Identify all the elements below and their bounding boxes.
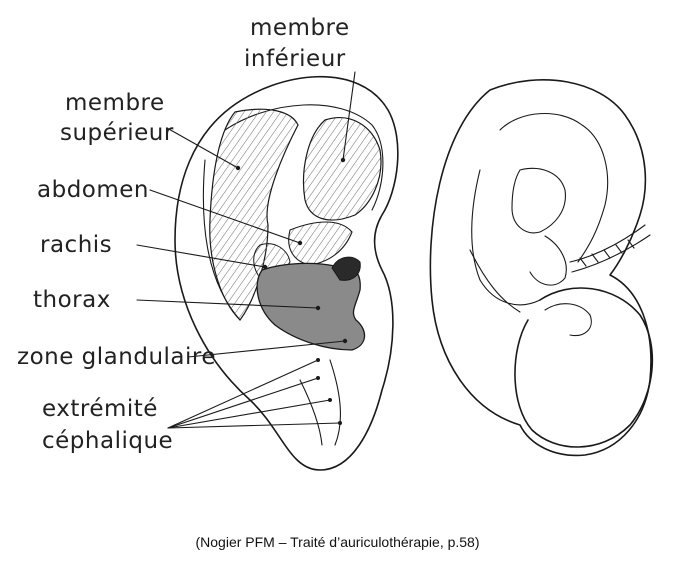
dot-zone-glandulaire: [342, 338, 348, 344]
label-extremite: extrémité: [42, 396, 158, 422]
label-rachis: rachis: [40, 232, 112, 258]
zone-membre-inferieur: [302, 117, 382, 221]
dot-membre-inferieur: [340, 157, 346, 163]
label-cephalique: céphalique: [42, 428, 173, 454]
label-membre-superieur-1: membre: [65, 90, 165, 116]
label-membre-inferieur-1: membre: [250, 15, 350, 41]
dot-abdomen: [297, 240, 303, 246]
label-zone-glandulaire: zone glandulaire: [17, 344, 216, 370]
fetus-drawing: [429, 79, 654, 457]
figure-caption: (Nogier PFM – Traité d’auriculothérapie,…: [195, 534, 480, 550]
ear-canal: [331, 256, 361, 281]
label-thorax: thorax: [33, 287, 111, 313]
zone-abdomen: [288, 221, 353, 266]
dot-cephalique-3: [328, 398, 332, 402]
label-membre-inferieur-2: inférieur: [244, 46, 346, 72]
dot-cephalique-1: [316, 358, 320, 362]
dot-cephalique-4: [338, 421, 342, 425]
dot-membre-superieur: [235, 165, 241, 171]
leader-lines: [136, 71, 356, 429]
dot-thorax: [315, 305, 321, 311]
dot-rachis: [262, 264, 268, 270]
dot-cephalique-2: [316, 376, 320, 380]
label-membre-superieur-2: supérieur: [60, 120, 174, 146]
label-abdomen: abdomen: [37, 177, 149, 203]
